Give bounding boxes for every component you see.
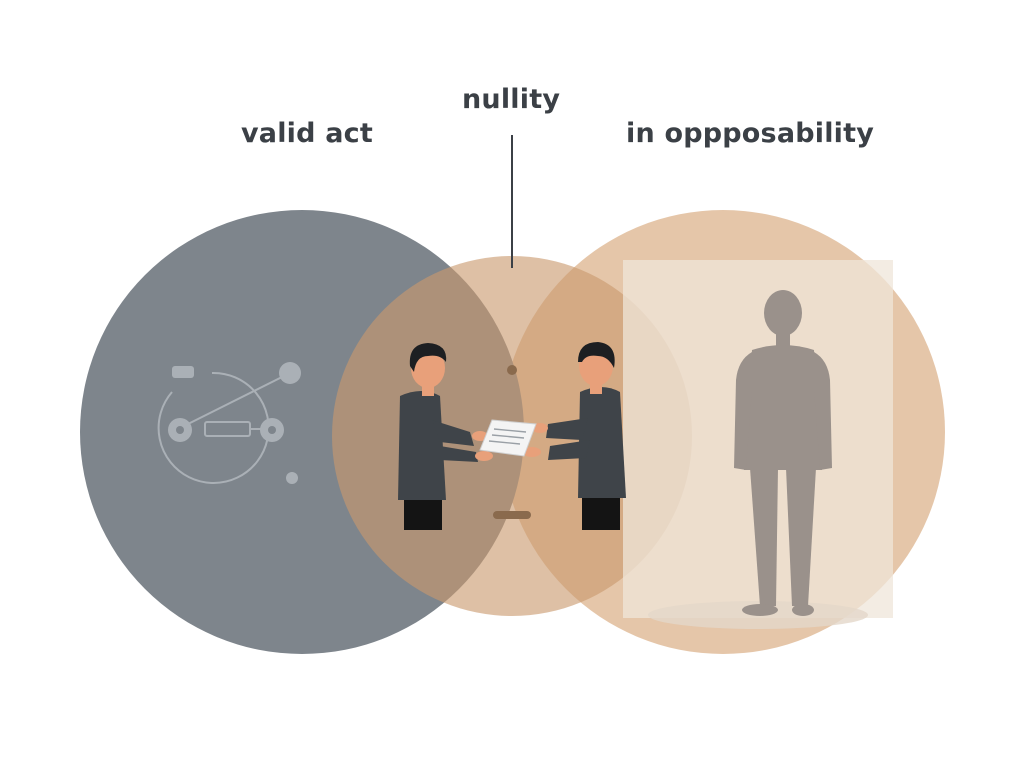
document-handover-icon	[479, 419, 537, 457]
center-bar	[493, 511, 531, 519]
right-person-icon	[523, 342, 626, 530]
standing-person-silhouette-icon	[734, 290, 832, 616]
left-person-icon	[398, 343, 493, 530]
inopposability-label: in oppposability	[626, 118, 875, 149]
nullity-label: nullity	[462, 84, 561, 115]
center-dot	[507, 365, 517, 375]
valid-act-label: valid act	[241, 118, 373, 149]
